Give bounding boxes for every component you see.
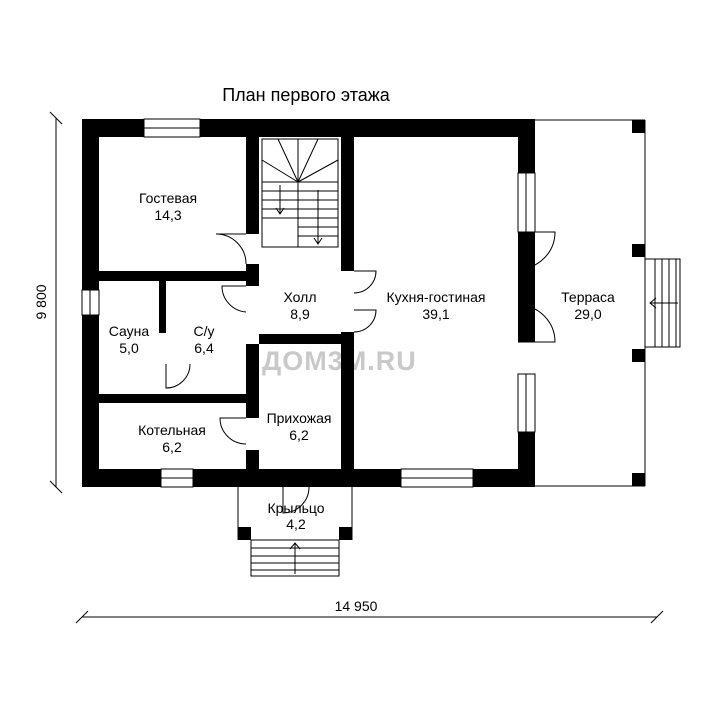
doors [165,231,556,514]
terrace-stairs [644,258,681,348]
room-entrance-area: 6,2 [289,427,309,443]
room-porch-name: Крыльцо [267,500,324,516]
room-guest-area: 14,3 [154,207,181,223]
room-boiler: Котельная 6,2 [138,422,206,455]
room-wc: С/у 6,4 [194,323,215,356]
windows [81,118,536,488]
room-wc-name: С/у [194,323,215,339]
room-wc-area: 6,4 [194,340,214,356]
room-hall-area: 8,9 [290,306,310,322]
room-terrace-area: 29,0 [574,306,601,322]
porch-outline [237,487,353,540]
room-boiler-name: Котельная [138,422,206,438]
room-terrace: Терраса 29,0 [561,289,615,322]
room-guest: Гостевая 14,3 [139,190,197,223]
room-kitchen: Кухня-гостиная 39,1 [386,289,485,322]
room-kitchen-name: Кухня-гостиная [386,289,485,305]
room-hall: Холл 8,9 [284,289,317,322]
room-terrace-name: Терраса [561,289,615,305]
width-label: 14 950 [335,598,378,614]
height-label: 9 800 [33,284,49,319]
room-sauna: Сауна 5,0 [109,323,150,356]
room-entrance: Прихожая 6,2 [267,410,332,443]
dimension-height: 9 800 [33,111,63,494]
room-porch: Крыльцо 4,2 [267,500,324,532]
room-porch-area: 4,2 [286,516,306,532]
dimension-width: 14 950 [75,598,664,624]
watermark: ДОМ3М.RU [262,346,417,376]
room-sauna-area: 5,0 [119,340,139,356]
room-entrance-name: Прихожая [267,410,332,426]
room-sauna-name: Сауна [109,323,150,339]
room-hall-name: Холл [284,289,317,305]
plan-title: План первого этажа [222,85,391,105]
room-boiler-area: 6,2 [162,439,182,455]
room-kitchen-area: 39,1 [422,306,449,322]
porch-stairs [250,539,340,577]
stair [261,138,339,248]
room-guest-name: Гостевая [139,190,197,206]
